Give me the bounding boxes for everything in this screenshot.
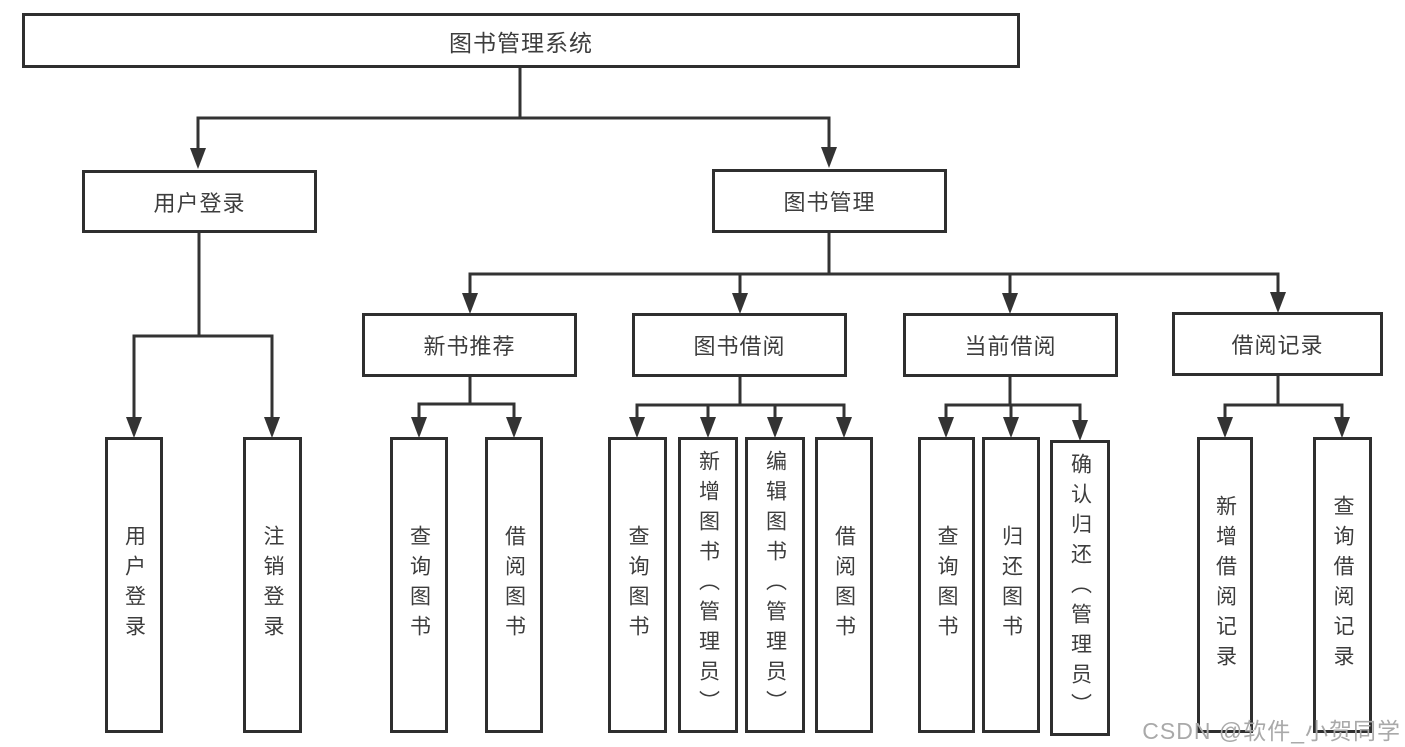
leaf-label: 新增图书（管理员） [696,450,720,720]
leaf-label: 借阅图书 [832,525,856,645]
node-library-management-system: 图书管理系统 [22,13,1020,68]
leaf-borrow-books-borrowing: 借阅图书 [815,437,873,733]
leaf-query-books-borrowing: 查询图书 [608,437,667,733]
leaf-add-books-admin: 新增图书（管理员） [678,437,738,733]
node-book-management: 图书管理 [712,169,947,233]
node-current-borrowing: 当前借阅 [903,313,1118,377]
csdn-watermark: CSDN @软件_小贺同学 [1142,718,1401,744]
leaf-query-borrow-record: 查询借阅记录 [1313,437,1372,733]
leaf-add-borrow-record: 新增借阅记录 [1197,437,1253,733]
node-borrowing-records: 借阅记录 [1172,312,1383,376]
leaf-label: 查询借阅记录 [1331,495,1354,675]
leaf-label: 新增借阅记录 [1213,495,1237,675]
leaf-label: 注销登录 [261,525,284,645]
leaf-label: 查询图书 [626,525,649,645]
leaf-label: 确认归还（管理员） [1068,453,1092,723]
leaf-label: 归还图书 [999,525,1023,645]
leaf-borrow-books-recommend: 借阅图书 [485,437,543,733]
leaf-label: 用户登录 [122,525,146,645]
leaf-label: 查询图书 [935,525,958,645]
leaf-label: 编辑图书（管理员） [763,450,787,720]
node-book-borrowing: 图书借阅 [632,313,847,377]
leaf-logout-login: 注销登录 [243,437,302,733]
node-new-book-recommend: 新书推荐 [362,313,577,377]
leaf-label: 借阅图书 [502,525,526,645]
node-user-login: 用户登录 [82,170,317,233]
leaf-query-books-recommend: 查询图书 [390,437,448,733]
leaf-edit-books-admin: 编辑图书（管理员） [745,437,805,733]
leaf-return-books: 归还图书 [982,437,1040,733]
leaf-label: 查询图书 [407,525,431,645]
leaf-query-books-current: 查询图书 [918,437,975,733]
leaf-confirm-return-admin: 确认归还（管理员） [1050,440,1110,736]
leaf-user-login: 用户登录 [105,437,163,733]
